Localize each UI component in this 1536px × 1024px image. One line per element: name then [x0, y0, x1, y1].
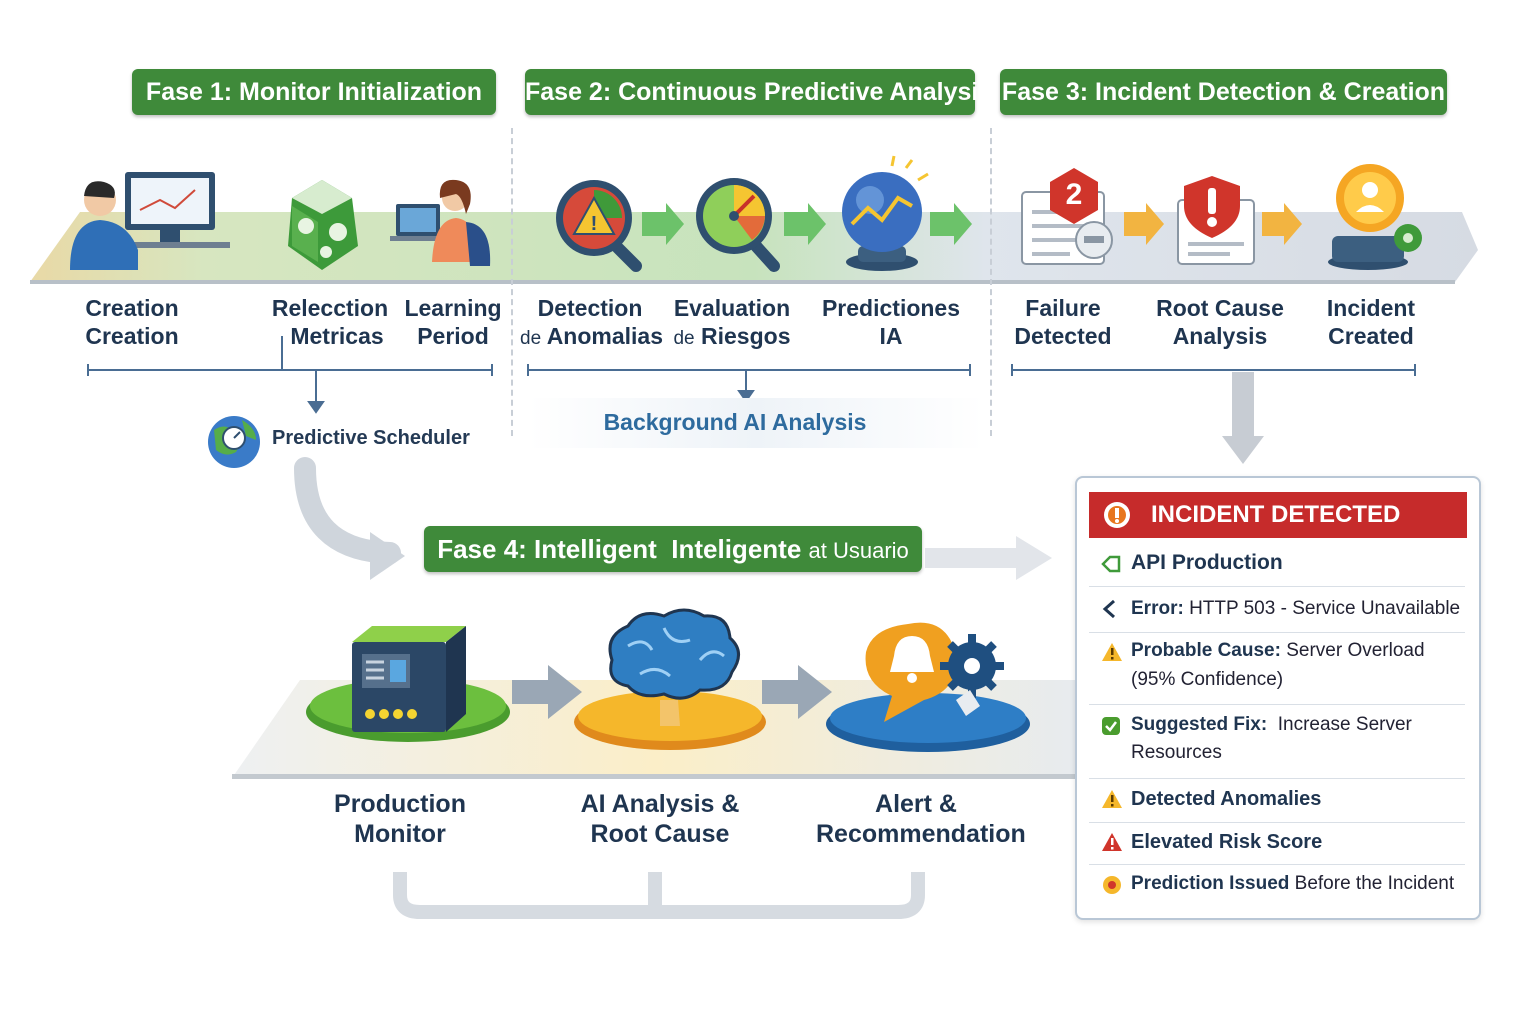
person-monitor-icon	[70, 172, 230, 270]
card-row-prediction: Prediction Issued Before the Incident	[1089, 864, 1465, 906]
warning-icon	[1102, 790, 1122, 808]
incident-card: INCIDENT DETECTED API Production Error: …	[1075, 476, 1481, 920]
woman-laptop-icon	[390, 179, 491, 266]
gauge-magnifier-icon	[696, 178, 780, 272]
tag-icon	[1101, 555, 1121, 573]
card-row-fix: Suggested Fix: Increase Server Resources	[1089, 704, 1465, 779]
card-row-api: API Production	[1089, 540, 1465, 587]
phase-3-header: Fase 3: Incident Detection & Creation	[1000, 69, 1447, 115]
warning-icon	[1102, 643, 1122, 661]
curved-arrow	[370, 532, 405, 580]
phase-1-header: Fase 1: Monitor Initialization	[132, 69, 496, 115]
phase-4-label-b: Inteligente	[671, 534, 802, 564]
incident-card-header: INCIDENT DETECTED	[1089, 492, 1467, 538]
green-gem-icon	[288, 180, 358, 270]
phase-separator	[511, 128, 513, 436]
phase-separator	[990, 128, 992, 436]
card-row-risk: Elevated Risk Score	[1089, 822, 1465, 865]
phase-4-label-a: Fase 4: Intelligent	[437, 534, 657, 564]
card-row-anomalies: Detected Anomalies	[1089, 778, 1465, 823]
card-row-cause: Probable Cause: Server Overload (95% Con…	[1089, 632, 1465, 705]
prediction-dot-icon	[1103, 876, 1121, 894]
down-arrow-to-card	[1222, 436, 1264, 464]
scheduler-globe-icon	[208, 416, 260, 468]
svg-text:!: !	[591, 213, 598, 235]
crystal-ball-icon	[842, 155, 929, 271]
phase-4-header: Fase 4: Intelligent Inteligente at Usuar…	[424, 526, 922, 572]
bottom-step-alert-recommendation: Alert &Recommendation	[816, 790, 1026, 848]
incident-created-icon	[1328, 164, 1422, 270]
danger-icon	[1102, 833, 1122, 851]
background-analysis-label: Background AI Analysis	[603, 409, 867, 435]
alert-circle-icon	[1104, 502, 1130, 528]
predictive-scheduler-label: Predictive Scheduler	[272, 427, 470, 449]
phase-3-label: Fase 3: Incident Detection & Creation	[1001, 78, 1446, 106]
phase-2-header: Fase 2: Continuous Predictive Analysis	[525, 69, 992, 115]
failure-count-badge: 2	[1065, 178, 1083, 211]
alert-bell-gear-icon	[826, 622, 1030, 752]
background-analysis-box	[528, 398, 984, 448]
failure-document-icon	[1021, 168, 1113, 265]
root-cause-shield-icon	[1177, 176, 1255, 265]
incident-card-title: INCIDENT DETECTED	[1151, 501, 1401, 528]
ai-brain-icon	[574, 608, 766, 750]
phase-2-label: Fase 2: Continuous Predictive Analysis	[525, 78, 993, 106]
fix-check-icon	[1102, 717, 1120, 735]
chevron-left-icon	[1102, 599, 1115, 619]
phase-1-label: Fase 1: Monitor Initialization	[145, 78, 483, 106]
bottom-step-ai-analysis: AI Analysis &Root Cause	[580, 790, 740, 848]
card-row-error: Error: HTTP 503 - Service Unavailable	[1089, 586, 1465, 633]
phase-4-label-c: at Usuario	[808, 538, 909, 563]
warning-magnifier-icon: !	[556, 180, 642, 272]
production-server-icon	[306, 626, 510, 742]
